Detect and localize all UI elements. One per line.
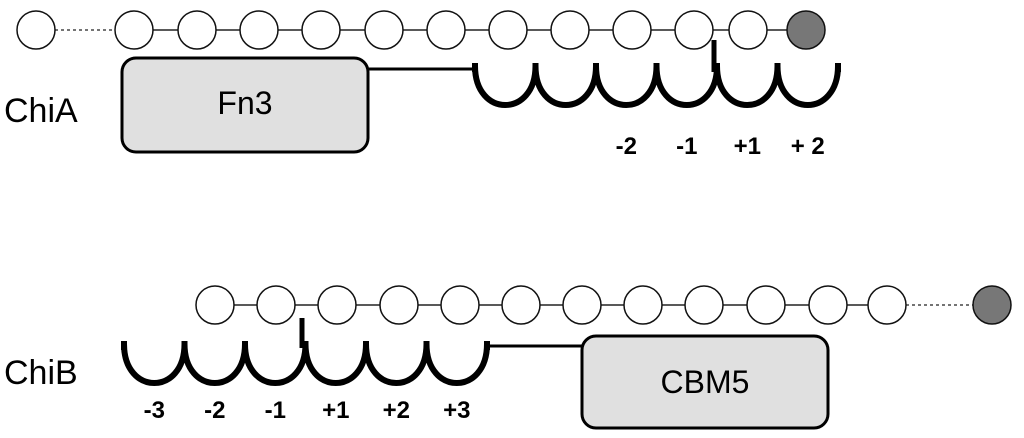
chia-sugar-bead (674, 10, 714, 50)
chib-subsite-arc (242, 343, 309, 386)
chia-group: Fn3 ChiA -2 -1 +1 + 2 (4, 10, 841, 160)
chib-sugar-bead (746, 285, 786, 325)
chib-subsite-arc (302, 343, 369, 386)
chia-sugar-bead (550, 10, 590, 50)
chia-sugar-bead (728, 10, 768, 50)
chib-subsite-label: -3 (144, 397, 165, 424)
chia-sugar-bead (114, 10, 154, 50)
chib-sugar-bead (379, 285, 419, 325)
chia-fn3-domain (120, 56, 370, 154)
chia-sugar-bead (301, 10, 341, 50)
chia-subsite-label: +1 (734, 133, 761, 160)
chib-subsite-label: +3 (443, 397, 470, 424)
chia-sugar-bead (426, 10, 466, 50)
chib-cbm5-domain (580, 334, 830, 430)
chib-name-label: ChiB (4, 354, 78, 392)
chib-subsite-label: -1 (265, 397, 286, 424)
chib-sugar-bead (808, 285, 848, 325)
chia-domain-label: Fn3 (217, 85, 272, 121)
chia-subsite-arc (472, 65, 539, 108)
chia-sugar-bead (177, 10, 217, 50)
chib-subsite-arc (423, 343, 490, 386)
chia-subsite-arc (774, 65, 841, 108)
chia-reducing-end-bead (786, 10, 826, 50)
chib-sugar-bead (501, 285, 541, 325)
chia-sugar-bead (16, 10, 56, 50)
chib-sugar-bead (195, 285, 235, 325)
chia-binding-cleft (472, 63, 841, 108)
chia-subsite-arc (714, 65, 781, 108)
chia-sugar-bead (612, 10, 652, 50)
chib-domain-label: CBM5 (661, 364, 750, 400)
chib-sugar-bead (440, 285, 480, 325)
chia-sugar-bead (239, 10, 279, 50)
chib-group: CBM5 ChiB -3 -2 -1 +1 +2 +3 (4, 285, 1012, 430)
chib-sugar-bead (684, 285, 724, 325)
chib-subsite-label: +1 (322, 397, 349, 424)
chib-subsite-arc (121, 343, 188, 386)
chib-subsite-label: -2 (204, 397, 225, 424)
chib-subsite-label: +2 (383, 397, 410, 424)
chia-sugar-bead (364, 10, 404, 50)
chia-subsite-arc (653, 65, 720, 108)
chib-binding-cleft (121, 341, 490, 386)
chia-sugar-bead (488, 10, 528, 50)
chib-sugar-bead (256, 285, 296, 325)
chib-subsite-arc (181, 343, 248, 386)
chib-chain (195, 285, 1012, 325)
chib-subsite-labels: -3 -2 -1 +1 +2 +3 (144, 397, 471, 424)
chia-subsite-label: -2 (616, 133, 637, 160)
chia-subsite-arc (532, 65, 599, 108)
chia-name-label: ChiA (4, 92, 78, 130)
chia-subsite-arc (593, 65, 660, 108)
chib-sugar-bead (623, 285, 663, 325)
chib-reducing-end-bead (972, 285, 1012, 325)
chia-subsite-label: + 2 (791, 133, 825, 160)
chib-sugar-bead (562, 285, 602, 325)
chib-subsite-arc (363, 343, 430, 386)
chib-sugar-bead (867, 285, 907, 325)
chib-sugar-bead (317, 285, 357, 325)
chia-subsite-labels: -2 -1 +1 + 2 (616, 133, 825, 160)
chia-subsite-label: -1 (676, 133, 697, 160)
chia-chain (16, 10, 826, 50)
